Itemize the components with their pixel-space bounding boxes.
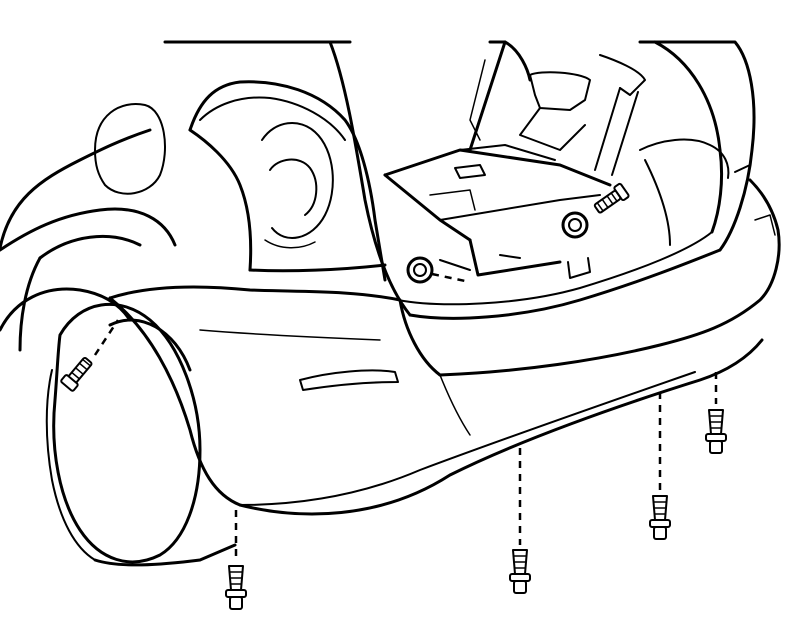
tail-lamp-housing <box>188 80 387 282</box>
clip-bottom-4 <box>705 372 727 454</box>
rear-wheel <box>0 234 237 567</box>
clip-bottom-1 <box>225 510 247 610</box>
nut-left-top <box>406 256 471 284</box>
nut-right-top <box>561 211 589 239</box>
car-body-outline <box>0 40 302 252</box>
tailgate-opening <box>298 40 756 320</box>
bumper-cover <box>108 178 781 516</box>
clip-bottom-2 <box>509 448 531 594</box>
clip-bottom-3 <box>649 392 671 540</box>
screw-upper-right <box>593 182 630 214</box>
cargo-area <box>383 54 751 279</box>
screw-wheel-arch-dashline <box>93 319 120 356</box>
screw-wheel-arch <box>60 356 93 392</box>
